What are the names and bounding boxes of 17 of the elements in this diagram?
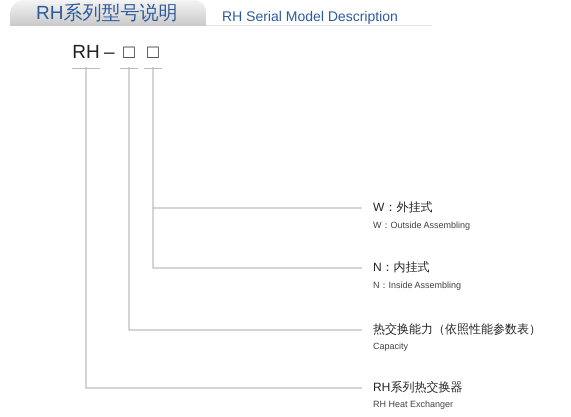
description-text: RH系列热交换器 <box>373 379 462 396</box>
description-english: Capacity <box>373 341 410 351</box>
code-segment: □ <box>120 42 138 69</box>
description-english: N：Inside Assembling <box>373 279 462 292</box>
title: RH系列型号说明 <box>36 2 178 26</box>
dash: – <box>104 42 115 64</box>
subtitle: RH Serial Model Description <box>222 8 398 24</box>
leader-line <box>86 66 362 388</box>
description-text: N：内挂式 <box>373 259 431 276</box>
leader-line <box>128 66 362 330</box>
description-english: W：Outside Assembling <box>373 219 470 232</box>
code-segment: RH <box>72 42 100 69</box>
code-segment: □ <box>144 42 162 69</box>
leader-line <box>152 66 362 268</box>
description-text: 热交换能力（依照性能参数表） <box>373 321 541 338</box>
description-english: RH Heat Exchanger <box>373 399 454 409</box>
description-text: W：外挂式 <box>373 199 434 216</box>
